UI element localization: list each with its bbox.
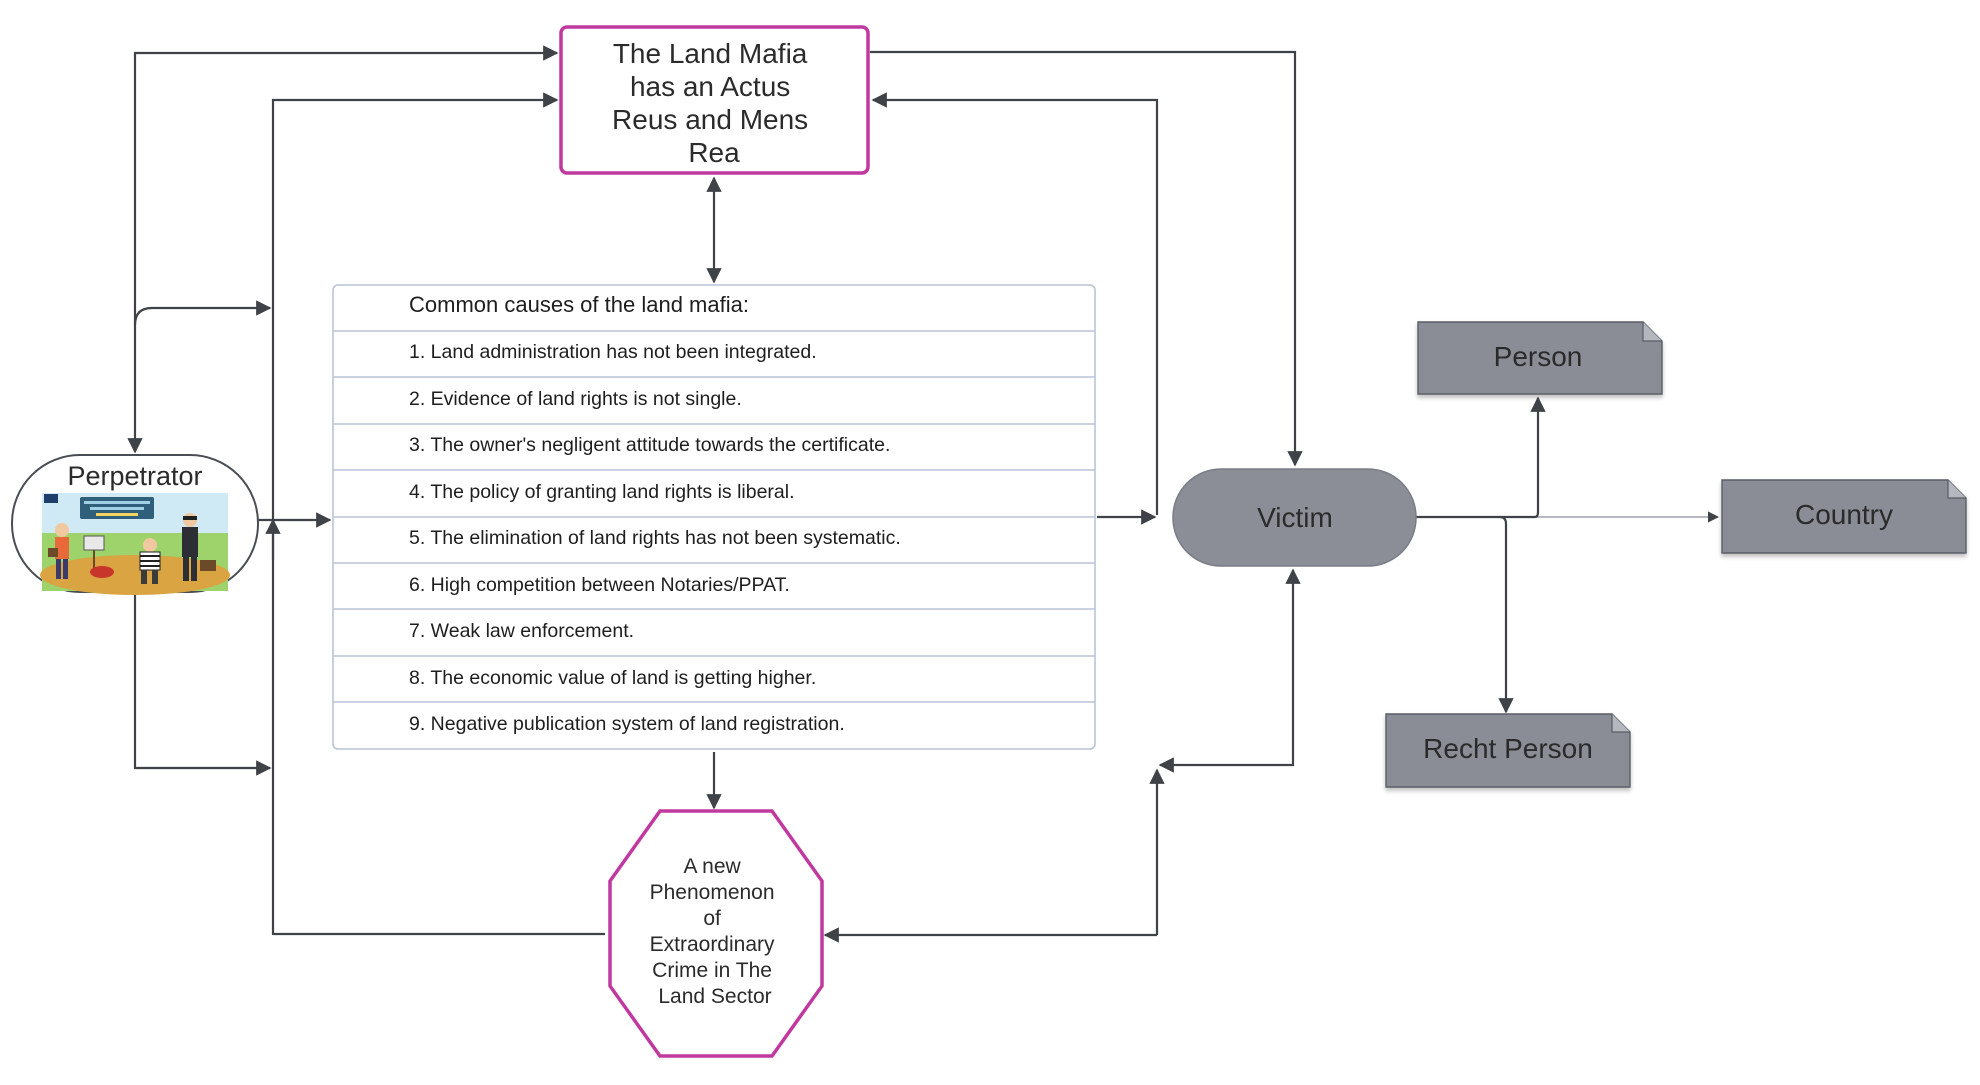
- phenomenon-line-3: of: [703, 907, 721, 930]
- actus-reus-line-4: Rea: [688, 137, 740, 168]
- perpetrator-node: Perpetrator: [11, 454, 259, 595]
- phenomenon-line-6: Land Sector: [658, 985, 771, 1008]
- country-box: [1721, 479, 1967, 554]
- actus-reus-box: [559, 25, 870, 175]
- actus-reus-line-1: The Land Mafia: [613, 38, 808, 69]
- causes-list-item-8: 8. The economic value of land is getting…: [409, 667, 816, 689]
- country-label: Country: [1795, 499, 1893, 530]
- actus-reus-line-2: has an Actus: [630, 71, 790, 102]
- phenomenon-node: A new Phenomenon of Extraordinary Crime …: [608, 809, 824, 1058]
- connectors: [127, 45, 1720, 943]
- victim-label: Victim: [1257, 502, 1333, 533]
- causes-list-item-6: 6. High competition between Notaries/PPA…: [409, 574, 790, 596]
- phenomenon-text: A new Phenomenon of Extraordinary Crime …: [650, 855, 781, 1008]
- phenomenon-line-2: Phenomenon: [650, 881, 775, 904]
- causes-list-item-2: 2. Evidence of land rights is not single…: [409, 388, 742, 410]
- recht-person-label: Recht Person: [1423, 733, 1593, 764]
- perpetrator-label: Perpetrator: [67, 461, 202, 491]
- causes-list-item-9: 9. Negative publication system of land r…: [409, 713, 845, 735]
- causes-list-item-1: 1. Land administration has not been inte…: [409, 341, 817, 363]
- person-label: Person: [1494, 341, 1583, 372]
- land-mafia-illustration: [40, 493, 230, 595]
- causes-list: Common causes of the land mafia: 1. Land…: [332, 284, 1096, 750]
- recht-person-node: Recht Person: [1385, 713, 1631, 788]
- phenomenon-line-1: A new: [683, 855, 741, 878]
- actus-reus-text: The Land Mafia has an Actus Reus and Men…: [612, 38, 816, 168]
- phenomenon-line-4: Extraordinary: [650, 933, 775, 956]
- causes-list-item-3: 3. The owner's negligent attitude toward…: [409, 434, 890, 456]
- connector-left-inner-to-actus: [271, 92, 559, 935]
- victim-pill: [1172, 468, 1417, 567]
- connector-victim-to-recht-person: [1498, 515, 1514, 714]
- recht-person-box: [1385, 713, 1631, 788]
- causes-list-title: Common causes of the land mafia:: [409, 292, 749, 317]
- connector-right-inner-to-actus: [871, 92, 1159, 515]
- connector-actus-to-victim: [870, 50, 1303, 467]
- actus-reus-node: The Land Mafia has an Actus Reus and Men…: [559, 25, 870, 175]
- actus-reus-line-3: Reus and Mens: [612, 104, 808, 135]
- phenomenon-octagon: [608, 809, 824, 1058]
- person-node: Person: [1417, 321, 1663, 395]
- person-box: [1417, 321, 1663, 395]
- connector-perpetrator-bottom: [133, 592, 272, 776]
- victim-node: Victim: [1172, 468, 1417, 567]
- phenomenon-line-5: Crime in The: [652, 959, 772, 982]
- causes-list-item-7: 7. Weak law enforcement.: [409, 620, 634, 642]
- causes-list-dividers: [333, 330, 1095, 703]
- causes-list-item-5: 5. The elimination of land rights has no…: [409, 527, 901, 549]
- country-node: Country: [1721, 479, 1967, 554]
- causes-list-item-4: 4. The policy of granting land rights is…: [409, 481, 795, 503]
- connector-victim-bottom: [1158, 568, 1301, 773]
- connector-victim-to-person: [1415, 396, 1546, 519]
- connector-branch-308: [133, 300, 272, 326]
